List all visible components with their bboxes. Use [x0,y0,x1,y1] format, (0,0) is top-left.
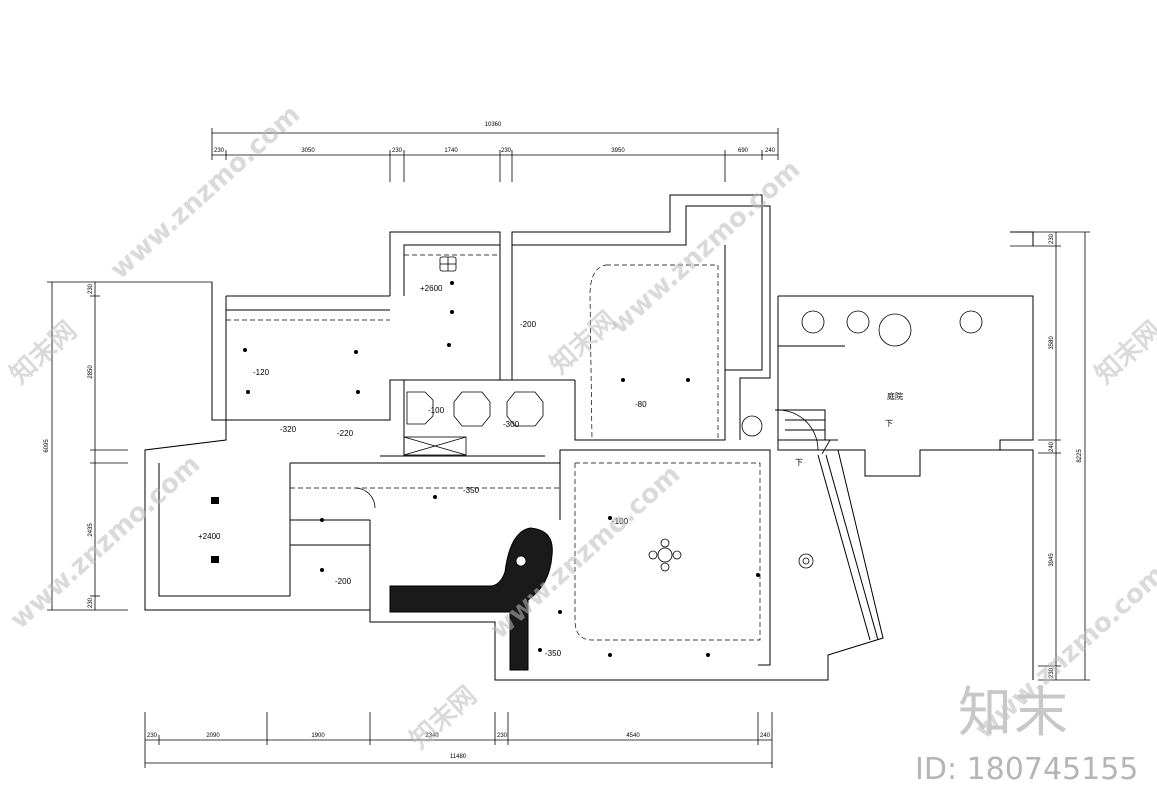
brand-logo: 知末 [958,681,1070,744]
top-seg-2: 3050 [301,148,315,154]
bottom-total-dimension: 11480 [450,754,467,760]
level-minus-300: -300 [503,420,520,429]
level-minus-350-b: -350 [545,649,562,658]
top-dimension-chain [211,128,779,182]
left-seg-1: 230 [88,283,94,294]
level-minus-100-b: -100 [612,517,629,526]
bottom-seg-2: 2090 [206,733,220,739]
level-minus-220: -220 [337,429,354,438]
counter-fixture [515,555,527,567]
level-minus-200-a: -200 [520,320,537,329]
bottom-seg-4: 2340 [425,733,439,739]
level-minus-350-a: -350 [463,486,480,495]
watermark-brand-3: 知末网 [405,681,483,755]
level-minus-80: -80 [635,400,647,409]
watermark-brand-2: 知末网 [545,306,623,380]
stair-down-label-2: 下 [795,458,803,467]
top-seg-1: 230 [214,148,225,154]
top-seg-4: 1740 [444,148,458,154]
right-seg-5: 230 [1049,667,1055,678]
ceiling-dashed-lines [226,254,761,641]
right-segment-labels: 230 3580 240 3945 230 [1049,233,1055,678]
watermark-site-2: www.znzmo.com [605,154,807,340]
stair-down-label-1: 下 [885,419,893,428]
right-seg-2: 3580 [1049,336,1055,350]
right-total-dimension: 8225 [1077,449,1083,463]
top-seg-6: 3950 [611,148,625,154]
bottom-seg-1: 230 [147,733,158,739]
bottom-seg-5: 230 [497,733,508,739]
level-plus-2400: +2400 [198,532,221,541]
left-seg-4: 230 [88,597,94,608]
watermark-site-1: www.znzmo.com [105,99,307,285]
left-total-dimension: 6095 [44,439,50,453]
level-minus-320: -320 [280,425,297,434]
garden-label: 庭院 [887,391,903,401]
level-minus-200-b: -200 [335,577,352,586]
watermark-site-3: www.znzmo.com [5,449,207,635]
right-seg-4: 3945 [1049,553,1055,567]
top-seg-7: 690 [738,148,749,154]
top-total-dimension: 10360 [485,122,502,128]
level-labels: +2600 -200 -80 -120 -100 -300 -320 -220 … [198,284,647,658]
right-seg-1: 230 [1049,233,1055,244]
walls [144,194,1034,681]
bottom-seg-6: 4540 [626,733,640,739]
level-minus-120: -120 [253,368,270,377]
left-segment-labels: 230 2850 2435 230 [88,283,94,608]
bottom-seg-3: 1900 [311,733,325,739]
image-id: ID: 180745155 [915,752,1139,787]
bottom-seg-7: 240 [760,733,771,739]
left-seg-2: 2850 [88,365,94,379]
top-segment-labels: 230 3050 230 1740 230 3950 690 240 [214,148,776,154]
level-minus-100-a: -100 [428,406,445,415]
bottom-segment-labels: 230 2090 1900 2340 230 4540 240 [147,733,771,739]
bottom-dimension-chain [144,712,773,768]
watermarks: www.znzmo.com 知末网 www.znzmo.com 知末网 www.… [5,99,1157,755]
watermark-brand-1: 知末网 [5,316,83,390]
hatched-counter [389,527,553,671]
right-dimension-chain [1010,231,1090,681]
level-plus-2600: +2600 [420,284,443,293]
spotlight-markers [211,281,760,657]
left-seg-3: 2435 [88,523,94,537]
top-seg-5: 230 [501,148,512,154]
watermark-brand-4: 知末网 [1090,316,1157,390]
room-details [354,256,983,572]
left-dimension-chain [47,281,212,611]
right-seg-3: 240 [1049,441,1055,452]
top-seg-8: 240 [765,148,776,154]
top-seg-3: 230 [392,148,403,154]
